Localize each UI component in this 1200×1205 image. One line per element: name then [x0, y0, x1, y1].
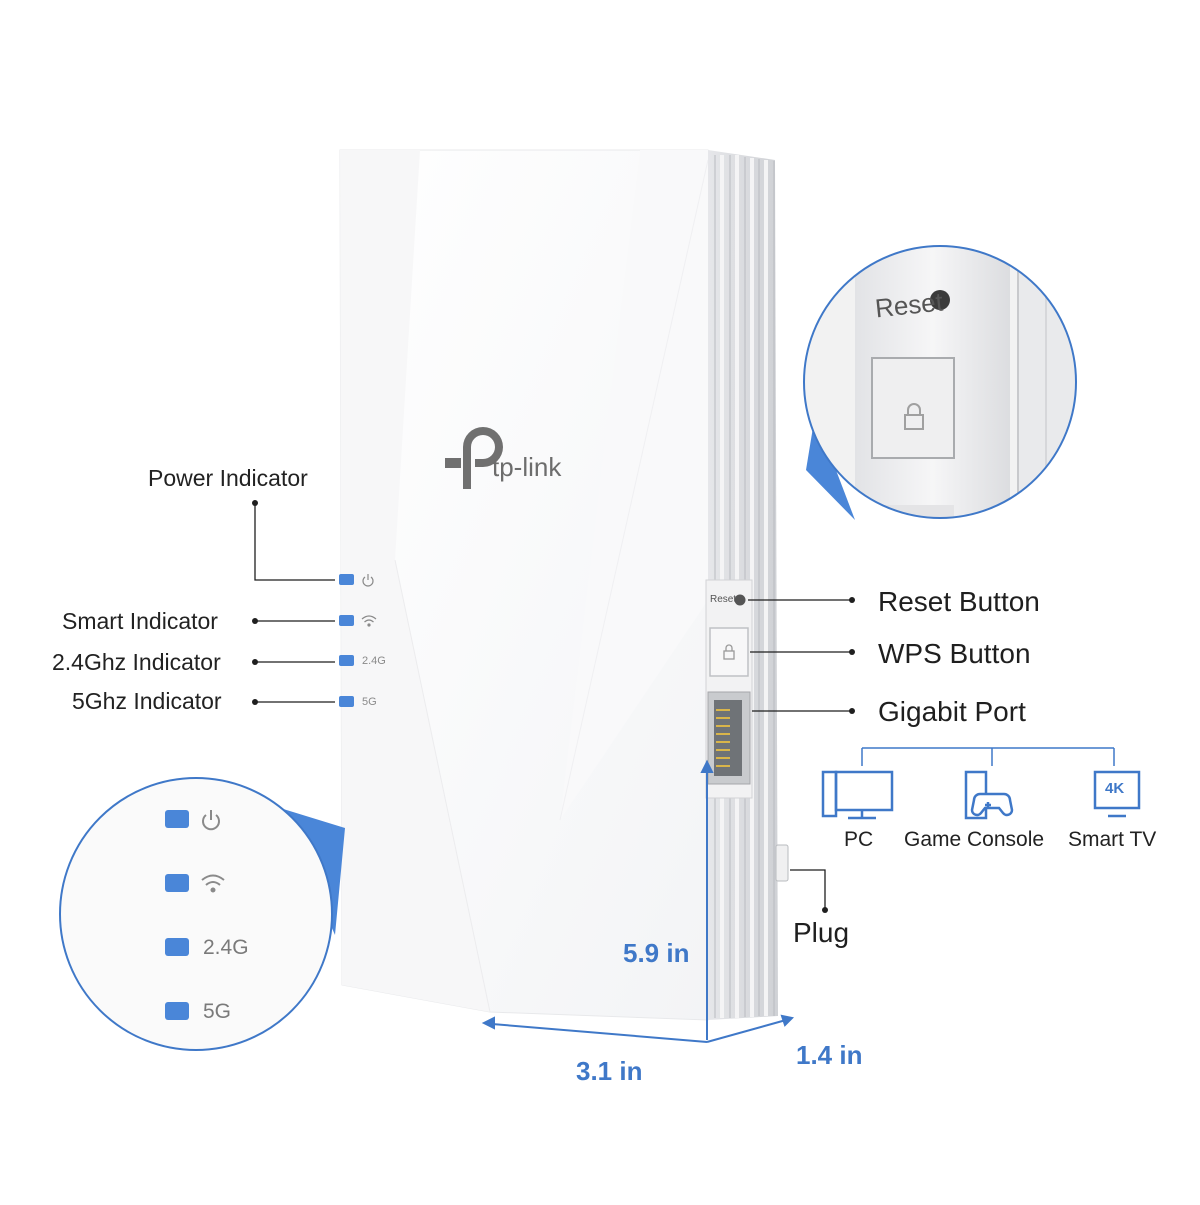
smart-tv-icon [1093, 770, 1141, 818]
reset-hole[interactable] [734, 594, 746, 606]
lock-icon-zoom [904, 403, 924, 430]
power-icon-small [362, 574, 374, 587]
reset-zoom-inset [803, 245, 1077, 520]
width-dimension: 3.1 in [576, 1056, 643, 1086]
brand-logo-text: tp-link [492, 452, 562, 482]
power-icon-zoom [202, 810, 220, 831]
lock-icon [723, 644, 735, 660]
left-callouts [254, 503, 335, 703]
ghz5-led [339, 696, 354, 707]
smart-led [339, 615, 354, 626]
reset-button-label: Reset Button [878, 586, 1040, 617]
led-label-ghz5: 5G [362, 696, 377, 708]
led-label-ghz24: 2.4G [362, 655, 386, 667]
game-console-icon [964, 770, 1014, 820]
ghz24-indicator-label: 2.4Ghz Indicator [52, 649, 221, 675]
device-tree [861, 747, 1115, 766]
led-zoom-ghz5: 5G [203, 1000, 232, 1023]
led-zoom-ghz24: 2.4G [203, 936, 249, 959]
pc-icon [821, 770, 894, 820]
plug-label: Plug [793, 917, 850, 948]
smart-indicator-label: Smart Indicator [62, 608, 218, 634]
wifi-icon-zoom [201, 874, 225, 893]
depth-dimension: 1.4 in [796, 1040, 863, 1070]
height-dimension: 5.9 in [623, 938, 690, 968]
plug-nub [775, 844, 789, 882]
tp-link-logo-icon [445, 427, 503, 489]
extender-device [339, 149, 778, 1021]
right-callouts [748, 599, 852, 910]
front-leds [339, 574, 354, 707]
smart-tv-label: Smart TV [1068, 828, 1157, 851]
wps-button-shape[interactable] [709, 627, 749, 677]
dimension-arrows [481, 759, 795, 1043]
power-indicator-label: Power Indicator [148, 465, 308, 491]
wps-button-label: WPS Button [878, 638, 1031, 669]
led-zoom-inset [59, 777, 345, 1051]
ghz24-led [339, 655, 354, 666]
game-console-label: Game Console [904, 828, 1045, 851]
reset-port-label: Reset [710, 594, 737, 605]
pc-label: PC [844, 828, 874, 851]
tv-4k-badge: 4K [1105, 780, 1125, 797]
ethernet-port[interactable] [707, 691, 751, 785]
gigabit-port-label: Gigabit Port [878, 696, 1026, 727]
wifi-icon-small [361, 615, 377, 627]
ghz5-indicator-label: 5Ghz Indicator [72, 688, 222, 714]
power-led [339, 574, 354, 585]
